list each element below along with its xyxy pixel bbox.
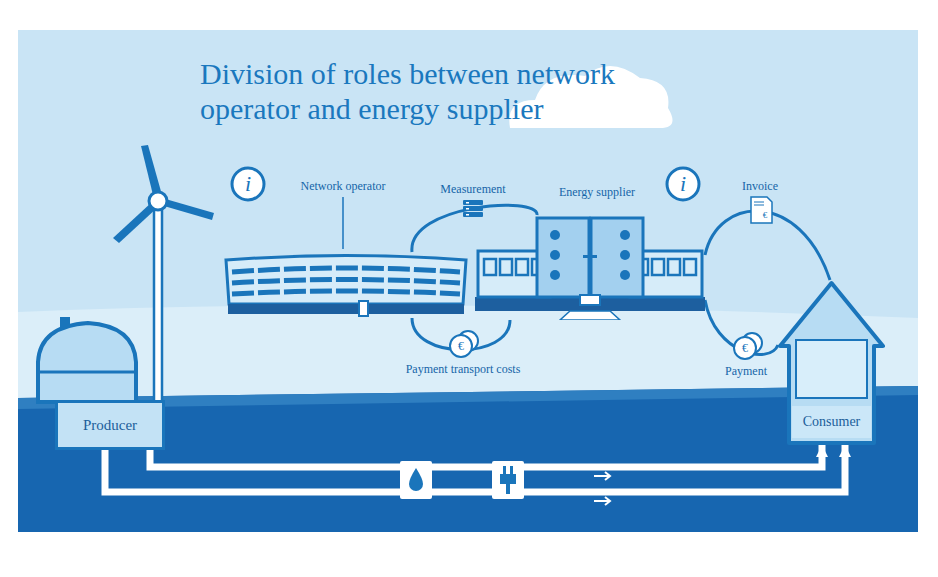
node-label: Producer bbox=[83, 416, 137, 434]
info-symbol-holder: i bbox=[245, 171, 251, 197]
node-label-holder: Producer bbox=[83, 416, 137, 434]
network-operator-building: Network operator bbox=[222, 252, 470, 318]
node-label-holder: Consumer bbox=[803, 413, 861, 430]
title: Division of roles between network operat… bbox=[200, 56, 680, 126]
flow-label: Invoice bbox=[742, 179, 778, 193]
currency-sign: € bbox=[458, 339, 464, 353]
node-label-holder: Network operator bbox=[301, 179, 386, 193]
flow-label-holder: Payment transport costs bbox=[406, 362, 521, 376]
energy-supplier-building-outline bbox=[475, 215, 705, 320]
flow-label-holder: Measurement bbox=[440, 182, 505, 196]
title-holder: Division of roles between network operat… bbox=[200, 56, 680, 126]
currency-sign-holder: € bbox=[763, 210, 768, 221]
consumer-house: Consumer bbox=[778, 280, 885, 445]
network-operator-building-outline bbox=[222, 252, 470, 318]
flow-label-holder: Invoice bbox=[742, 179, 778, 193]
node-label: Energy supplier bbox=[559, 185, 635, 199]
energy-supplier-building: Energy supplier bbox=[475, 215, 705, 320]
flow-label: Measurement bbox=[440, 182, 505, 196]
supply-pipe bbox=[105, 445, 845, 492]
info-symbol: i bbox=[245, 171, 251, 197]
flow-label: Payment transport costs bbox=[406, 362, 521, 376]
supply-pipe bbox=[150, 445, 822, 467]
node-label: Network operator bbox=[301, 179, 386, 193]
currency-sign: € bbox=[742, 341, 748, 355]
currency-sign: € bbox=[763, 210, 768, 221]
currency-sign-holder: € bbox=[458, 339, 464, 353]
flow-label: Payment bbox=[725, 364, 767, 378]
flow-arc bbox=[412, 205, 537, 252]
node-label-holder: Energy supplier bbox=[559, 185, 635, 199]
currency-sign-holder: € bbox=[742, 341, 748, 355]
flow-label-holder: Payment bbox=[725, 364, 767, 378]
info-symbol-holder: i bbox=[680, 171, 686, 197]
producer-box: Producer bbox=[55, 400, 165, 450]
node-label: Consumer bbox=[803, 413, 861, 430]
info-symbol: i bbox=[680, 171, 686, 197]
